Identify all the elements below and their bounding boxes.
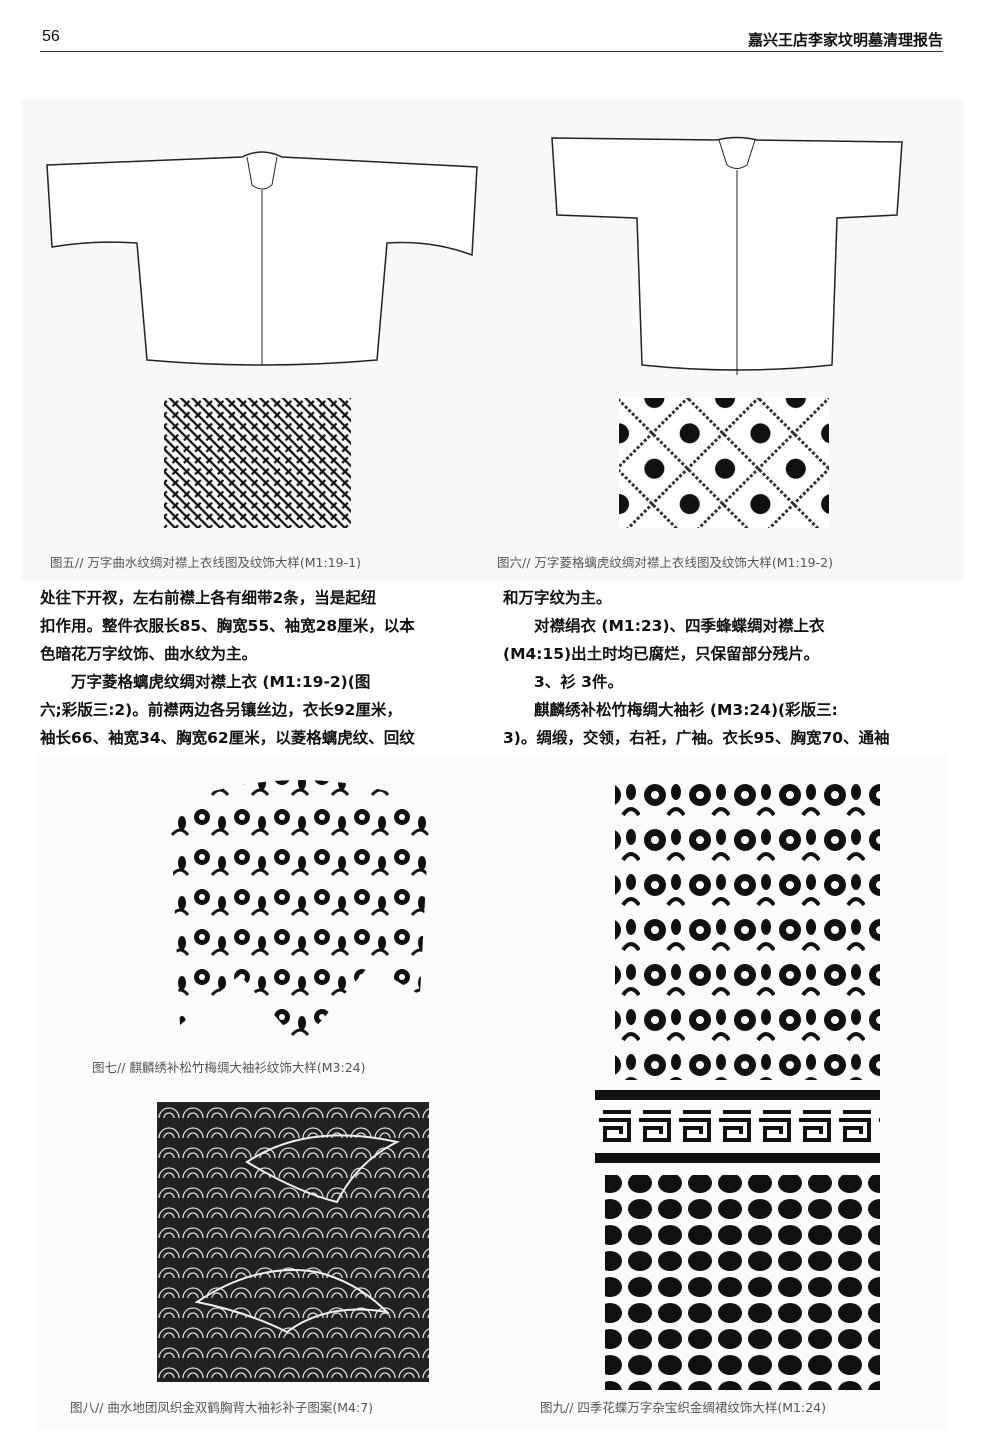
header-rule bbox=[40, 51, 943, 52]
figure-caption: 图七// 麒麟绣补松竹梅绸大袖衫纹饰大样(M3:24) bbox=[92, 1060, 366, 1075]
running-title: 嘉兴王店李家坟明墓清理报告 bbox=[747, 31, 943, 49]
figure-panel-top: 图五// 万字曲水纹绸对襟上衣线图及纹饰大样(M1:19-1) 图六// 万字菱… bbox=[22, 100, 964, 580]
text-line: 对襟绢衣 (M1:23)、四季蜂蝶绸对襟上衣 bbox=[534, 617, 825, 635]
body-text-right-column: 和万字纹为主。 对襟绢衣 (M1:23)、四季蜂蝶绸对襟上衣 (M4:15)出土… bbox=[503, 584, 953, 752]
body-text-left-column: 处往下开衩，左右前襟上各有细带2条，当是起纽 扣作用。整件衣服长85、胸宽55、… bbox=[40, 584, 490, 752]
text-line: 袖长66、袖宽34、胸宽62厘米，以菱格螭虎纹、回纹 bbox=[40, 729, 415, 747]
text-line: 3、衫 3件。 bbox=[534, 673, 623, 691]
text-line: 处往下开衩，左右前襟上各有细带2条，当是起纽 bbox=[40, 589, 377, 607]
sijihuadie-skirt-pattern bbox=[595, 780, 880, 1390]
text-line: 和万字纹为主。 bbox=[503, 589, 612, 607]
text-line: 扣作用。整件衣服长85、胸宽55、袖宽28厘米，以本 bbox=[40, 617, 415, 635]
wan-qushui-pattern bbox=[164, 398, 351, 528]
figure-caption: 图六// 万字菱格螭虎纹绸对襟上衣线图及纹饰大样(M1:19-2) bbox=[497, 555, 833, 570]
lingge-chihu-pattern bbox=[619, 398, 829, 528]
text-line: 六;彩版三:2)。前襟两边各另镶丝边，衣长92厘米， bbox=[40, 701, 402, 719]
figure-caption: 图八// 曲水地团凤织金双鹤胸背大袖衫补子图案(M4:7) bbox=[70, 1400, 374, 1415]
figure-caption: 图五// 万字曲水纹绸对襟上衣线图及纹饰大样(M1:19-1) bbox=[50, 555, 361, 570]
page-number: 56 bbox=[42, 28, 60, 45]
crane-buzi-pattern bbox=[157, 1102, 429, 1382]
jacket-drawing-fig6 bbox=[551, 136, 903, 375]
text-line: 3)。绸缎，交领，右衽，广袖。衣长95、胸宽70、通袖 bbox=[503, 729, 890, 747]
figure-caption: 图九// 四季花蝶万字杂宝织金绸裙纹饰大样(M1:24) bbox=[540, 1400, 827, 1415]
text-line: 麒麟绣补松竹梅绸大袖衫 (M3:24)(彩版三: bbox=[534, 701, 838, 719]
jacket-drawing-fig5 bbox=[46, 151, 478, 366]
text-line: (M4:15)出土时均已腐烂，只保留部分残片。 bbox=[503, 645, 820, 663]
text-line: 万字菱格螭虎纹绸对襟上衣 (M1:19-2)(图 bbox=[71, 673, 371, 691]
qilin-songzhumei-pattern bbox=[170, 780, 430, 1045]
figure-panel-bottom: 图七// 麒麟绣补松竹梅绸大袖衫纹饰大样(M3:24) 图八// 曲水地团凤织金… bbox=[35, 755, 947, 1430]
text-line: 色暗花万字纹饰、曲水纹为主。 bbox=[40, 645, 258, 663]
